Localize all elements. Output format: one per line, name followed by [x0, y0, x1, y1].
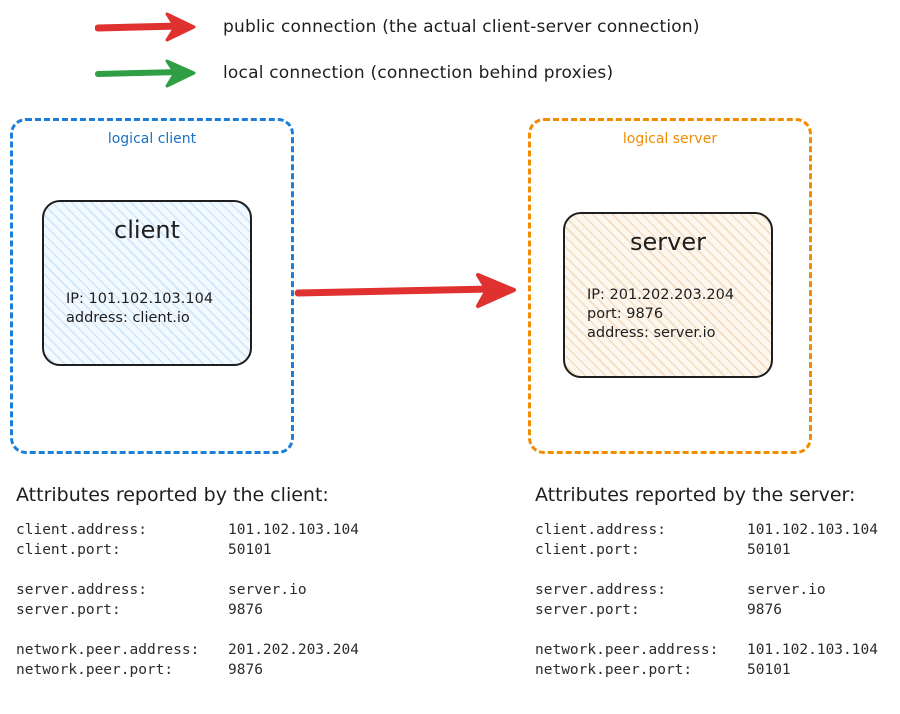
green-right-arrow-icon	[95, 59, 196, 88]
attribute-key: server.address:	[16, 582, 147, 598]
attribute-group: client.address: 101.102.103.104 client.p…	[535, 520, 878, 560]
attribute-key: client.address:	[16, 522, 147, 538]
attribute-key: client.port:	[16, 542, 121, 558]
client-node-line: address: client.io	[66, 310, 190, 326]
attribute-key: network.peer.port:	[535, 662, 693, 678]
attribute-key: server.address:	[535, 582, 666, 598]
attribute-key: network.peer.address:	[16, 642, 200, 658]
server-attributes-heading: Attributes reported by the server:	[535, 484, 856, 506]
logical-client-container: logical client	[10, 118, 294, 454]
server-node-details: IP: 201.202.203.204 port: 9876 address: …	[587, 286, 734, 343]
server-attributes-block: Attributes reported by the server: clien…	[535, 484, 878, 680]
logical-server-container: logical server	[528, 118, 812, 454]
legend-item-local-connection: local connection (connection behind prox…	[95, 58, 613, 88]
server-node-title: server	[630, 228, 706, 256]
attribute-row: client.port: 50101	[16, 540, 359, 560]
attribute-value: 50101	[228, 542, 272, 558]
attribute-row: client.port: 50101	[535, 540, 878, 560]
attribute-group: server.address: server.io server.port: 9…	[16, 580, 359, 620]
attribute-key: client.address:	[535, 522, 666, 538]
legend-label-local-connection: local connection (connection behind prox…	[223, 63, 614, 83]
client-node: client IP: 101.102.103.104 address: clie…	[42, 200, 252, 366]
server-node: server IP: 201.202.203.204 port: 9876 ad…	[563, 212, 773, 378]
attribute-row: client.address: 101.102.103.104	[16, 520, 359, 540]
attribute-key: network.peer.address:	[535, 642, 719, 658]
red-right-arrow-icon	[95, 12, 196, 42]
attribute-row: server.port: 9876	[535, 600, 878, 620]
attribute-row: server.address: server.io	[16, 580, 359, 600]
attribute-value: 101.102.103.104	[747, 522, 878, 538]
server-node-line: port: 9876	[587, 306, 664, 322]
attribute-group: network.peer.address: 101.102.103.104 ne…	[535, 640, 878, 680]
attribute-row: network.peer.address: 201.202.203.204	[16, 640, 359, 660]
attribute-key: client.port:	[535, 542, 640, 558]
attribute-key: server.port:	[535, 602, 640, 618]
attribute-row: network.peer.address: 101.102.103.104	[535, 640, 878, 660]
attribute-group: client.address: 101.102.103.104 client.p…	[16, 520, 359, 560]
attribute-row: client.address: 101.102.103.104	[535, 520, 878, 540]
attribute-key: server.port:	[16, 602, 121, 618]
attribute-value: 50101	[747, 542, 791, 558]
attribute-value: 101.102.103.104	[747, 642, 878, 658]
client-node-line: IP: 101.102.103.104	[66, 291, 214, 307]
attribute-group: server.address: server.io server.port: 9…	[535, 580, 878, 620]
client-attributes-block: Attributes reported by the client: clien…	[16, 484, 359, 680]
server-node-line: address: server.io	[587, 325, 716, 341]
client-attributes-list: client.address: 101.102.103.104 client.p…	[16, 520, 359, 680]
attribute-value: 9876	[228, 662, 263, 678]
attribute-row: server.address: server.io	[535, 580, 878, 600]
legend-label-public-connection: public connection (the actual client-ser…	[223, 17, 700, 37]
attribute-value: 9876	[228, 602, 263, 618]
attribute-value: server.io	[228, 582, 307, 598]
attribute-value: 50101	[747, 662, 791, 678]
attribute-value: 201.202.203.204	[228, 642, 359, 658]
legend-item-public-connection: public connection (the actual client-ser…	[95, 12, 700, 42]
client-attributes-heading: Attributes reported by the client:	[16, 484, 329, 506]
attribute-row: network.peer.port: 50101	[535, 660, 878, 680]
public-connection-arrow-icon	[294, 273, 516, 308]
logical-client-label: logical client	[107, 131, 197, 147]
attribute-group: network.peer.address: 201.202.203.204 ne…	[16, 640, 359, 680]
attribute-value: server.io	[747, 582, 826, 598]
attribute-value: 101.102.103.104	[228, 522, 359, 538]
server-attributes-list: client.address: 101.102.103.104 client.p…	[535, 520, 878, 680]
attribute-row: server.port: 9876	[16, 600, 359, 620]
attribute-value: 9876	[747, 602, 782, 618]
client-node-title: client	[114, 216, 180, 244]
attribute-row: network.peer.port: 9876	[16, 660, 359, 680]
server-node-line: IP: 201.202.203.204	[587, 287, 735, 303]
attribute-key: network.peer.port:	[16, 662, 174, 678]
client-node-details: IP: 101.102.103.104 address: client.io	[66, 290, 213, 328]
logical-server-label: logical server	[622, 131, 718, 147]
